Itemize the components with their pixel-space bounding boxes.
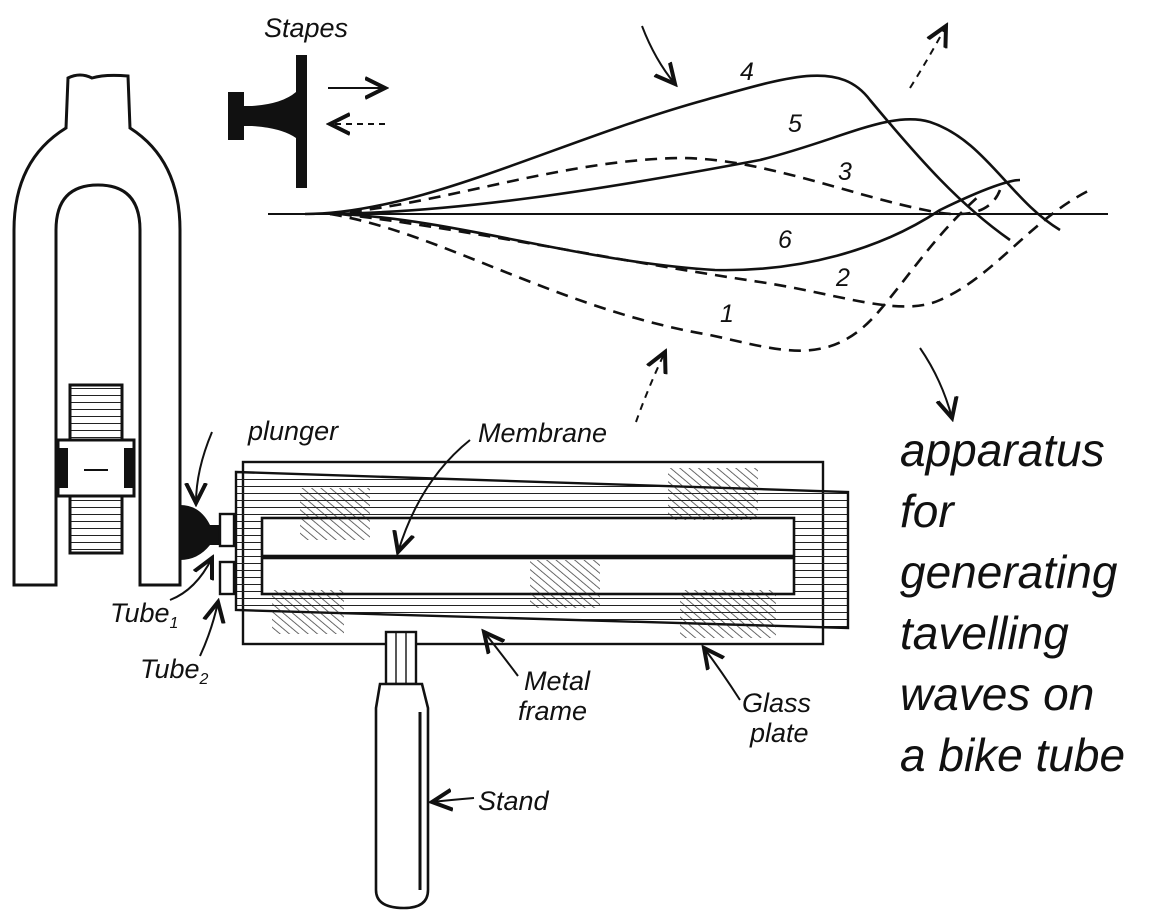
- hatch-patch-3: [530, 560, 600, 608]
- tube-chamber: Membrane: [218, 418, 850, 646]
- metal-frame-label-line1: Metal: [524, 666, 591, 696]
- tube2-arrow: [199, 602, 218, 657]
- plunger-shape: [180, 505, 222, 560]
- return-arrow: [635, 352, 665, 423]
- wave-6: [339, 178, 1021, 272]
- wave-2: [339, 188, 1091, 308]
- wave-5: [329, 117, 1061, 232]
- frame-labels: Metal frame Glass plate: [484, 632, 811, 748]
- plunger-arrow: [196, 431, 213, 503]
- wave-number-5: 5: [788, 110, 802, 138]
- wave-1: [329, 194, 981, 352]
- stand-rod: [384, 630, 418, 686]
- caption-line-2: for: [900, 485, 954, 537]
- metal-frame-label-line2: frame: [518, 696, 587, 726]
- stand-group: Stand: [374, 630, 550, 910]
- tube-labels: Tube1 Tube2: [110, 558, 218, 688]
- caption-line-3: generating: [900, 546, 1118, 598]
- membrane-label: Membrane: [478, 418, 607, 448]
- wave-4: [304, 74, 1011, 242]
- plunger-group: plunger: [180, 416, 339, 560]
- stand-handle: [374, 682, 430, 910]
- hatch-patch-5: [680, 590, 776, 638]
- membrane-lower-channel: [260, 556, 796, 596]
- stand-label: Stand: [478, 786, 550, 816]
- tube2-port: [218, 560, 236, 596]
- stapes-figure: Stapes: [228, 13, 385, 188]
- vibrator-fork: [12, 73, 182, 587]
- stapes-shape: [228, 55, 307, 188]
- glass-plate-label-line1: Glass: [742, 688, 811, 718]
- caption: apparatus for generating tavelling waves…: [900, 420, 1160, 786]
- travelling-wave-plot: 4 5 3 6 2 1: [268, 25, 1108, 423]
- glass-plate-arrow: [704, 648, 741, 701]
- caption-line-5: waves on: [900, 668, 1095, 720]
- tube1-arrow: [169, 558, 212, 601]
- plunger-label: plunger: [247, 416, 339, 446]
- hub-right-cap: [124, 448, 134, 488]
- hatch-patch-2: [668, 468, 758, 520]
- wave-number-1: 1: [720, 300, 734, 328]
- stand-arrow: [432, 798, 475, 802]
- tube2-label: Tube2: [140, 654, 209, 688]
- hatch-patch-1: [300, 488, 370, 540]
- caption-line-4: tavelling: [900, 607, 1069, 659]
- caption-line-1: apparatus: [900, 424, 1105, 476]
- wave-number-3: 3: [838, 158, 852, 186]
- hatch-patch-4: [272, 590, 344, 634]
- wave-number-4: 4: [740, 58, 754, 86]
- hub-left-cap: [58, 448, 68, 488]
- descending-arrow: [919, 347, 952, 418]
- caption-line-6: a bike tube: [900, 729, 1126, 781]
- membrane-arrow: [398, 439, 471, 552]
- wave-number-6: 6: [778, 226, 792, 254]
- tube1-label: Tube1: [110, 598, 178, 632]
- incoming-arrow: [641, 25, 675, 84]
- outgoing-arrow: [909, 26, 946, 89]
- glass-plate-label-line2: plate: [749, 718, 809, 748]
- wave-3: [329, 156, 1002, 216]
- fork-body: [12, 73, 182, 587]
- stapes-label: Stapes: [264, 13, 348, 43]
- wave-number-2: 2: [835, 264, 850, 292]
- tube1-port: [218, 512, 236, 548]
- metal-frame-arrow: [484, 632, 519, 677]
- wheel-hub: [56, 438, 136, 498]
